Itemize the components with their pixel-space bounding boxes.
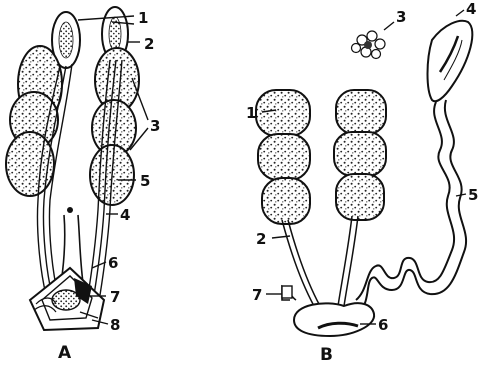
- label-a-3: 3: [150, 117, 160, 135]
- label-b-4: 4: [466, 0, 476, 18]
- label-a-8: 8: [110, 316, 120, 334]
- label-a-6: 6: [108, 254, 118, 272]
- label-a-2: 2: [144, 35, 154, 53]
- panel-b-right-ovariole: [334, 90, 386, 306]
- label-a-4: 4: [120, 206, 130, 224]
- label-b-3: 3: [396, 8, 406, 26]
- panel-b: 3 4 1 2 5 7 6 B: [246, 0, 478, 365]
- label-a-5: 5: [140, 172, 150, 190]
- panel-a-right-ovary: [88, 7, 139, 295]
- label-a-7: 7: [110, 288, 120, 306]
- label-b-5: 5: [468, 186, 478, 204]
- panel-a: 1 2 3 5 4 6 7 8 A: [6, 7, 160, 363]
- panel-b-egg-cluster: [352, 22, 395, 59]
- label-b-6: 6: [378, 316, 388, 334]
- panel-b-left-ovariole: [256, 90, 320, 306]
- label-b-1: 1: [246, 104, 256, 122]
- caption-b: B: [320, 345, 333, 365]
- label-a-1: 1: [138, 9, 148, 27]
- panel-a-left-ovary: [6, 12, 80, 295]
- label-b-7: 7: [252, 286, 262, 304]
- label-b-2: 2: [256, 230, 266, 248]
- caption-a: A: [58, 343, 72, 363]
